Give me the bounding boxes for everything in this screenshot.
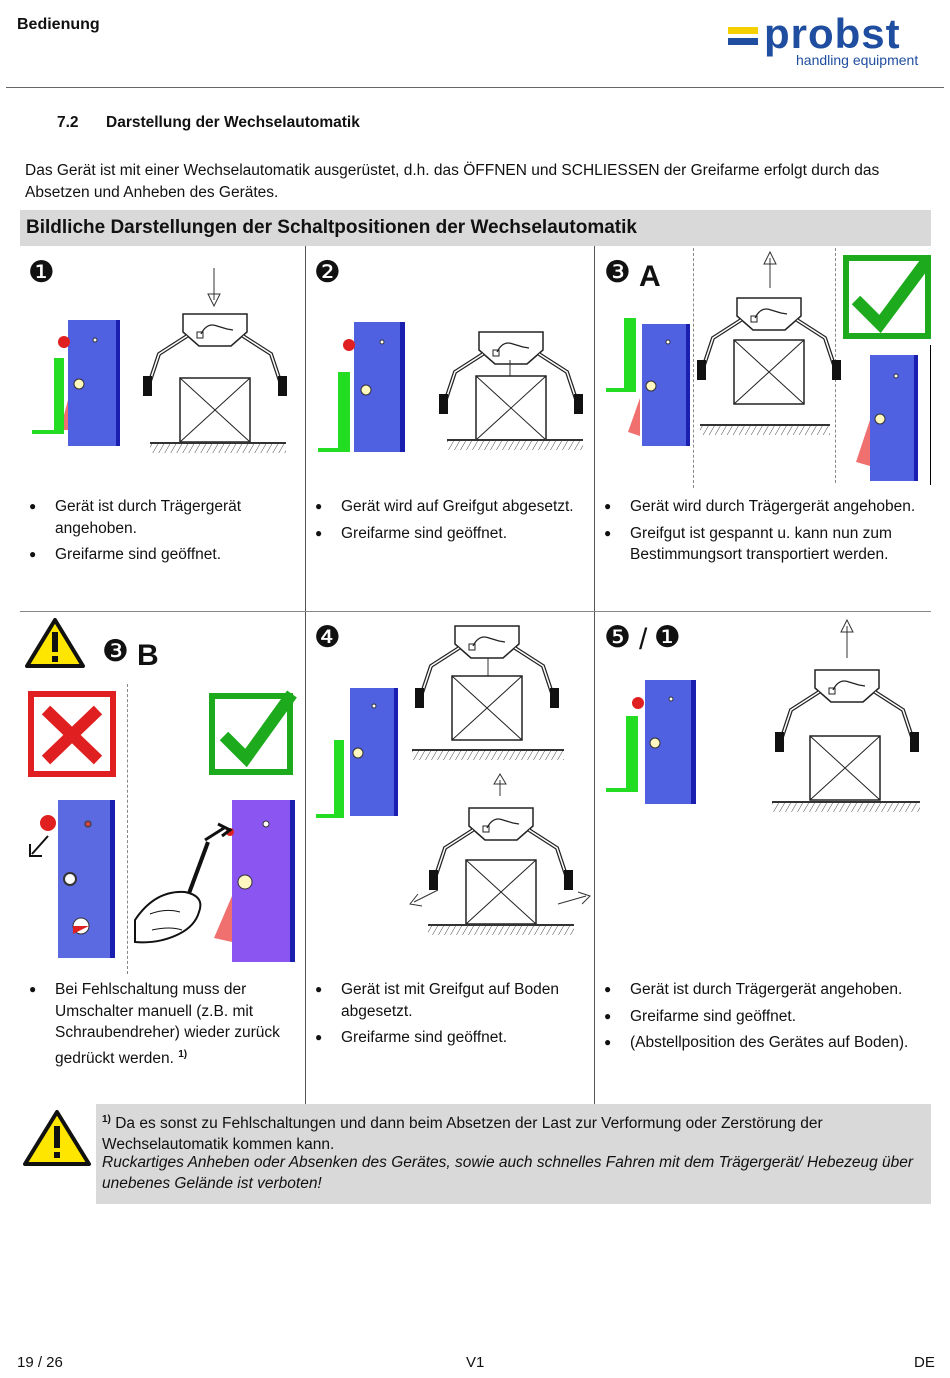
warning-icon <box>23 1110 91 1166</box>
step-number-4: ❹ <box>314 620 341 655</box>
step-number-1: ❶ <box>28 255 55 290</box>
bullets-cell-5: Gerät ist durch Trägergerät angehoben. G… <box>600 979 930 1059</box>
list-item: Greifarme sind geöffnet. <box>311 1027 591 1049</box>
step-number-3b: ❸ <box>102 634 129 669</box>
list-item: (Abstellposition des Gerätes auf Boden). <box>600 1032 930 1054</box>
header-divider <box>6 87 944 88</box>
bullets-cell-4: Gerät ist mit Greifgut auf Boden abgeset… <box>311 979 591 1054</box>
list-item-text: Bei Fehlschaltung muss der Umschalter ma… <box>55 981 280 1067</box>
step-number-1b: ❶ <box>654 620 681 655</box>
check-icon <box>209 690 297 775</box>
step-number-5: ❺ <box>604 620 631 655</box>
arrow-up-icon <box>763 250 777 288</box>
step-number-3a: ❸ <box>604 255 631 290</box>
probst-logo: probst handling equipment <box>728 10 938 73</box>
step-separator: / <box>639 623 648 656</box>
grid-divider <box>594 246 595 1104</box>
banner: Bildliche Darstellungen der Schaltpositi… <box>20 210 931 246</box>
header-title: Bedienung <box>17 16 100 33</box>
section-title: Darstellung der Wechselautomatik <box>106 114 360 131</box>
grid-divider <box>305 246 306 1104</box>
list-item: Gerät ist mit Greifgut auf Boden abgeset… <box>311 979 591 1022</box>
device-3a-detail <box>856 355 918 481</box>
device-cell-5 <box>606 680 696 804</box>
bullets-cell-1: Gerät ist durch Trägergerät angehoben. G… <box>25 496 295 571</box>
note-text-body: Da es sonst zu Fehlschaltungen und dann … <box>102 1115 823 1154</box>
screwdriver-hand-icon <box>134 822 233 944</box>
footnote-mark: 1) <box>102 1114 111 1125</box>
list-item: Greifarme sind geöffnet. <box>25 544 295 566</box>
cross-icon <box>28 691 116 777</box>
list-item: Gerät wird auf Greifgut abgesetzt. <box>311 496 586 518</box>
note-text: 1) Da es sonst zu Fehlschaltungen und da… <box>102 1109 922 1155</box>
note-warning: Ruckartiges Anheben oder Absenken des Ge… <box>102 1154 914 1192</box>
grid-divider <box>20 611 931 612</box>
device-cell-4 <box>316 688 398 818</box>
list-item: Greifarme sind geöffnet. <box>311 523 586 545</box>
step-letter-b: B <box>137 639 159 672</box>
arrow-icon <box>557 891 591 905</box>
list-item: Gerät wird durch Trägergerät angehoben. <box>600 496 930 518</box>
list-item: Greifarme sind geöffnet. <box>600 1006 930 1028</box>
list-item: Gerät ist durch Trägergerät angehoben. <box>600 979 930 1001</box>
dashed-divider <box>127 684 128 974</box>
warning-icon <box>25 618 85 668</box>
device-cell-2 <box>318 322 405 452</box>
device-cell-1 <box>32 320 120 446</box>
arrow-down-icon <box>207 268 221 308</box>
note-box: 1) Da es sonst zu Fehlschaltungen und da… <box>96 1104 931 1204</box>
logo-tagline: handling equipment <box>796 52 919 68</box>
logo-word: probst <box>764 10 901 57</box>
device-correct <box>214 800 295 962</box>
language: DE <box>914 1354 935 1371</box>
device-wrong <box>29 800 115 958</box>
arrow-up-icon <box>493 773 507 796</box>
list-item: Greifgut ist gespannt u. kann nun zum Be… <box>600 523 930 566</box>
bullets-cell-3b: Bei Fehlschaltung muss der Umschalter ma… <box>25 979 300 1074</box>
list-item: Gerät ist durch Trägergerät angehoben. <box>25 496 295 539</box>
step-letter-a: A <box>639 260 661 293</box>
section-number: 7.2 <box>57 114 79 131</box>
footnote-ref: 1) <box>178 1048 188 1060</box>
edge-line <box>930 345 931 485</box>
dashed-divider <box>693 248 694 488</box>
device-cell-3a <box>606 318 690 446</box>
arrow-up-icon <box>840 618 854 658</box>
arrow-icon <box>409 889 439 907</box>
page-number: 19 / 26 <box>17 1354 63 1371</box>
intro-text: Das Gerät ist mit einer Wechselautomatik… <box>25 162 880 201</box>
bullets-cell-2: Gerät wird auf Greifgut abgesetzt. Greif… <box>311 496 586 549</box>
version: V1 <box>466 1354 485 1371</box>
check-icon <box>843 255 931 339</box>
banner-title: Bildliche Darstellungen der Schaltpositi… <box>26 217 637 238</box>
step-number-2: ❷ <box>314 255 341 290</box>
list-item: Bei Fehlschaltung muss der Umschalter ma… <box>25 979 300 1069</box>
bullets-cell-3a: Gerät wird durch Trägergerät angehoben. … <box>600 496 930 571</box>
